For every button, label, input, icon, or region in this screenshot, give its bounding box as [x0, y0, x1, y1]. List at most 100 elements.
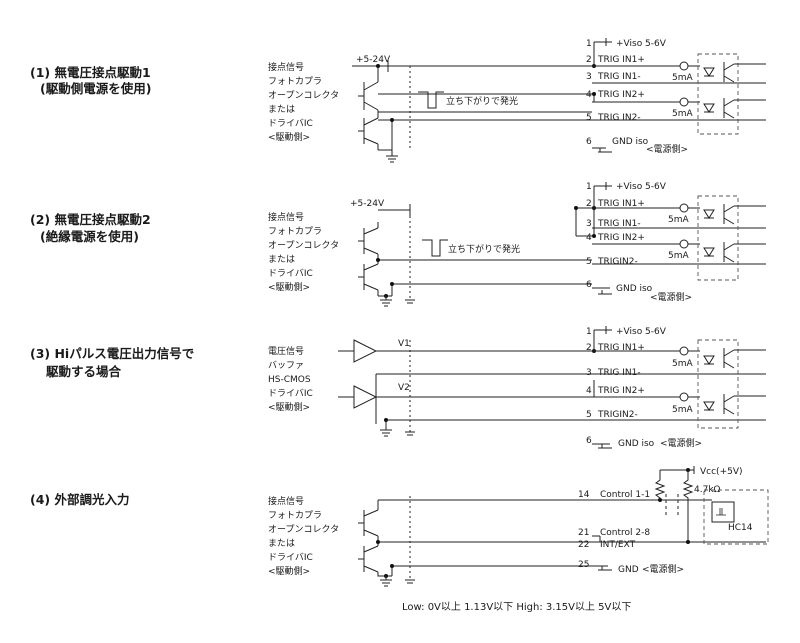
- vcc-label: Vcc(+5V): [700, 467, 743, 477]
- gnd-iso-symbol: [598, 290, 612, 295]
- ground-symbol: [380, 576, 392, 587]
- edge-note: 立ち下がりで発光: [446, 95, 518, 107]
- transistor-2: [358, 263, 379, 291]
- driver-label-2: バッファ: [268, 360, 304, 371]
- driver-label-2: フォトカプラ: [268, 226, 322, 237]
- phototransistor-1-icon: [723, 348, 735, 369]
- signal-viso: +Viso 5-6V: [616, 39, 667, 49]
- wire: [376, 350, 592, 398]
- driver-label-1: 接点信号: [268, 495, 304, 507]
- wire: [734, 63, 766, 101]
- supply-label: +5-24V: [350, 199, 385, 209]
- current-label-2: 5mA: [672, 405, 693, 415]
- current-source-1: [679, 203, 689, 213]
- driver-label-5: ドライバIC: [268, 552, 313, 563]
- supply-label: +5-24V: [356, 55, 391, 65]
- junction: [686, 540, 690, 544]
- pin-3: 3: [586, 219, 592, 229]
- junction: [390, 282, 394, 286]
- signal-trig-in2-minus: TRIGIN2-: [597, 410, 638, 420]
- gnd-iso-symbol: [592, 147, 612, 153]
- current-label-1: 5mA: [668, 215, 689, 225]
- signal-trig-in2-plus: TRIG IN2+: [597, 90, 645, 100]
- section-4: (4) 外部調光入力 接点信号 フォトカプラ オープンコレクタ または ドライバ…: [30, 466, 769, 587]
- hc14-box: [703, 489, 769, 545]
- ground-symbol: [386, 150, 398, 163]
- transistor-1: [358, 227, 379, 255]
- section-4-title: (4) 外部調光入力: [30, 492, 129, 507]
- pullup-resistor-2-icon: [682, 470, 694, 542]
- section-2-title: (2) 無電圧接点駆動2: [30, 212, 151, 227]
- wire: [592, 350, 766, 421]
- driver-label-4: または: [268, 538, 295, 549]
- signal-gnd: GND: [618, 565, 639, 575]
- junction: [376, 258, 380, 262]
- wire: [377, 111, 592, 118]
- section-3-title: (3) Hiパルス電圧出力信号で: [30, 346, 194, 361]
- gnd-iso-symbol: [592, 443, 612, 449]
- ic-label: HC14: [728, 523, 753, 533]
- signal-trig-in1-plus: TRIG IN1+: [597, 55, 645, 65]
- current-label-1: 5mA: [672, 73, 693, 83]
- current-source-2: [679, 97, 689, 107]
- junction: [390, 564, 394, 568]
- wire: [734, 205, 766, 245]
- v1-label: V1: [398, 339, 410, 349]
- section-2: (2) 無電圧接点駆動2 (絶縁電源を使用) 接点信号 フォトカプラ オープンコ…: [30, 182, 766, 307]
- junction: [376, 540, 380, 544]
- ground-note: <電源側>: [660, 437, 702, 449]
- section-3-subtitle: 駆動する場合: [46, 364, 122, 379]
- signal-gnd-iso: GND iso: [616, 284, 653, 294]
- wire: [592, 499, 766, 567]
- optocoupler-box: [697, 53, 739, 135]
- current-label-2: 5mA: [672, 109, 693, 119]
- section-1-subtitle: (駆動側電源を使用): [40, 81, 151, 96]
- signal-trig-in1-minus: TRIG IN1-: [597, 72, 641, 82]
- signal-trig-in2-minus: TRIG IN2-: [597, 113, 641, 123]
- ground-note: <電源側>: [642, 563, 684, 575]
- pullup-resistor-1-icon: [654, 470, 666, 500]
- driver-label-3: オープンコレクタ: [268, 90, 339, 101]
- pin-4: 4: [586, 386, 592, 396]
- wire: [375, 373, 592, 424]
- signal-trig-in1-plus: TRIG IN1+: [597, 343, 645, 353]
- pin-1: 1: [586, 327, 592, 337]
- buffer-2-icon: [353, 385, 378, 409]
- transistor-2: [358, 117, 379, 145]
- pin-25: 25: [578, 560, 589, 570]
- signal-viso: +Viso 5-6V: [616, 182, 667, 192]
- driver-label-6: <駆動側>: [268, 131, 310, 143]
- section-1: (1) 無電圧接点駆動1 (駆動側電源を使用) 接点信号 フォトカプラ オープン…: [30, 38, 766, 163]
- current-source-2: [679, 392, 689, 402]
- wire: [377, 499, 592, 510]
- pin-4: 4: [586, 90, 592, 100]
- pin-2: 2: [586, 199, 592, 209]
- signal-gnd-iso: GND iso: [612, 137, 649, 147]
- pin-14: 14: [578, 490, 590, 500]
- pin-5: 5: [586, 113, 592, 123]
- current-source-2: [679, 239, 689, 249]
- schmitt-trigger-icon: [711, 501, 735, 523]
- junction: [384, 418, 388, 422]
- phototransistor-2-icon: [723, 98, 735, 119]
- v2-label: V2: [398, 383, 410, 393]
- hysteresis-icon: [716, 508, 726, 516]
- signal-trig-in2-plus: TRIG IN2+: [597, 386, 645, 396]
- pin-22: 22: [578, 540, 589, 550]
- pulse-waveform: [422, 239, 448, 257]
- phototransistor-2-icon: [723, 242, 735, 263]
- junction: [658, 498, 662, 502]
- ground-symbol: [380, 429, 392, 437]
- driver-label-3: オープンコレクタ: [268, 240, 339, 251]
- pin-1: 1: [586, 39, 592, 49]
- signal-trig-in1-plus: TRIG IN1+: [597, 199, 645, 209]
- ground-symbol: [405, 579, 415, 584]
- signal-control-2-8: Control 2-8: [600, 528, 650, 538]
- wire: [385, 419, 592, 430]
- driver-label-5: <駆動側>: [268, 401, 310, 413]
- pin-4: 4: [586, 233, 592, 243]
- driver-label-2: フォトカプラ: [268, 510, 322, 521]
- gnd-symbol: [598, 566, 612, 571]
- signal-trig-in2-minus: TRIGIN2-: [597, 257, 638, 267]
